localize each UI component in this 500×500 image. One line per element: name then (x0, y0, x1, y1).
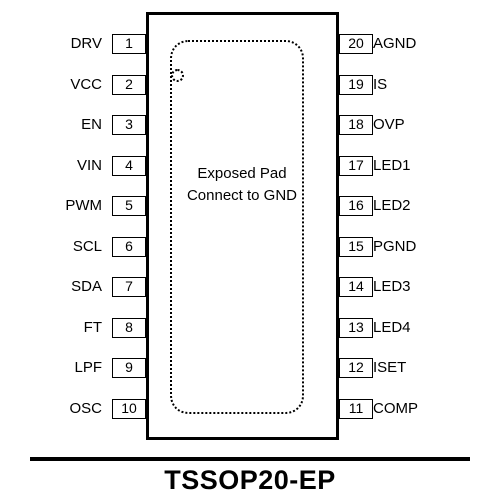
pin-name-label: LED1 (373, 157, 411, 174)
pin-name-label: AGND (373, 35, 417, 52)
pin-number-box: 11 (339, 399, 373, 419)
pin-number-box: 15 (339, 237, 373, 257)
pin-number-box: 14 (339, 277, 373, 297)
pin-name-label: COMP (373, 400, 418, 417)
pin-name-label: EN (81, 116, 102, 133)
pin-name-label: ISET (373, 359, 407, 376)
exposed-pad-label: Exposed Pad (197, 165, 287, 182)
pin-name-label: VIN (76, 157, 102, 174)
pin-name-label: IS (373, 76, 388, 93)
pin-name-label: LED2 (373, 197, 411, 214)
exposed-pad-note: Connect to GND (186, 187, 298, 204)
pin-number-box: 16 (339, 196, 373, 216)
pin-name-label: OSC (69, 400, 102, 417)
pin-name-label: LED3 (373, 278, 411, 295)
pin-number-box: 6 (112, 237, 146, 257)
pin-number-box: 19 (339, 75, 373, 95)
pin-number-box: 10 (112, 399, 146, 419)
pin-name-label: VCC (70, 76, 102, 93)
pin-number-box: 1 (112, 34, 146, 54)
pin-name-label: SDA (71, 278, 102, 295)
pin-name-label: PGND (373, 238, 417, 255)
pin-number-box: 20 (339, 34, 373, 54)
exposed-pad-outline (170, 40, 304, 414)
pin-number-box: 8 (112, 318, 146, 338)
pin-number-box: 3 (112, 115, 146, 135)
pin-number-box: 9 (112, 358, 146, 378)
pin-number-box: 13 (339, 318, 373, 338)
pin-number-box: 4 (112, 156, 146, 176)
pin-name-label: SCL (72, 238, 102, 255)
pin-name-label: OVP (373, 116, 405, 133)
pin-name-label: LPF (74, 359, 102, 376)
pin-name-label: FT (83, 319, 102, 336)
ic-package-body (146, 12, 339, 440)
title-divider (30, 457, 470, 461)
pin1-marker-icon (171, 69, 184, 82)
package-title: TSSOP20-EP (164, 465, 336, 495)
pin-name-label: LED4 (373, 319, 411, 336)
pin-number-box: 18 (339, 115, 373, 135)
pin-number-box: 5 (112, 196, 146, 216)
pin-name-label: DRV (70, 35, 102, 52)
pin-number-box: 12 (339, 358, 373, 378)
pin-number-box: 2 (112, 75, 146, 95)
pin-number-box: 7 (112, 277, 146, 297)
pin-name-label: PWM (65, 197, 102, 214)
pin-number-box: 17 (339, 156, 373, 176)
